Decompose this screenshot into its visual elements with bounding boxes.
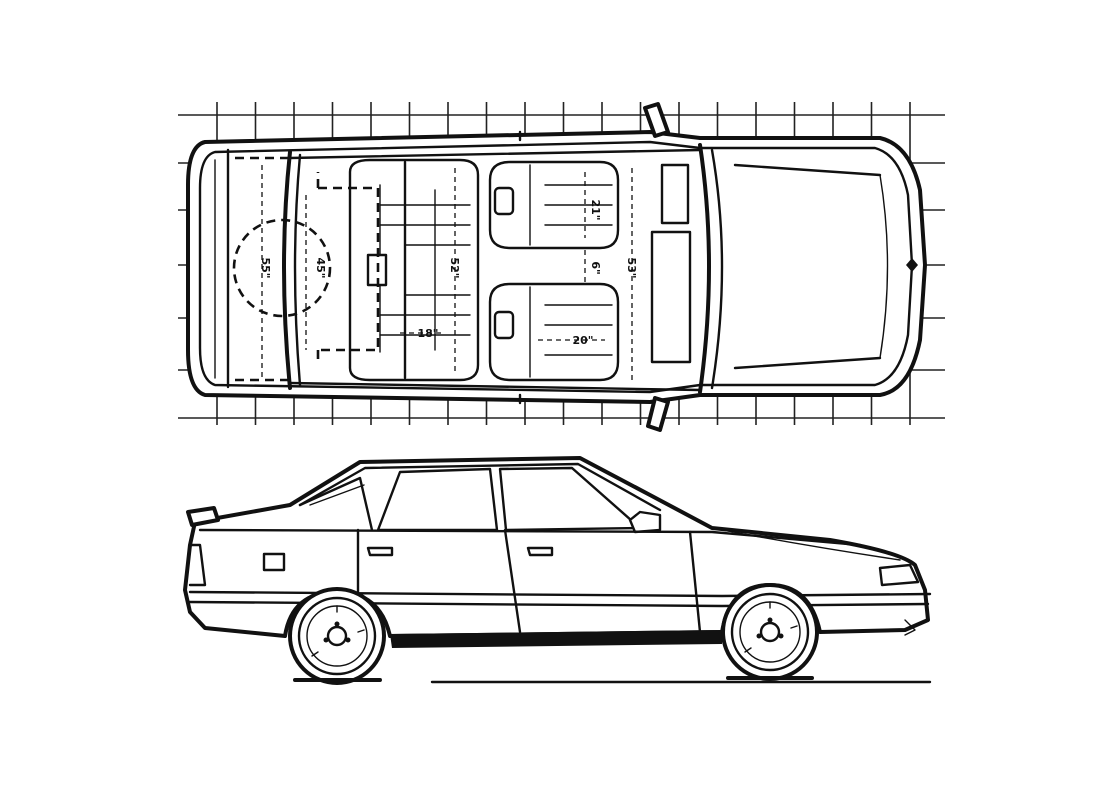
top-view-inner-outline xyxy=(198,140,914,394)
side-sill xyxy=(390,630,722,648)
side-view xyxy=(183,456,932,685)
dim-front-shoulder: 53" xyxy=(625,257,638,278)
dim-trunk-depth: 45" xyxy=(314,257,327,278)
top-view: 55" 45" 52" 53" 6" 21" 18" 20" xyxy=(186,102,927,432)
dim-rear-legroom: 18" xyxy=(417,327,438,340)
rear-door-handle xyxy=(366,546,394,557)
dim-front-seat-gap: 6" xyxy=(589,261,602,274)
side-trim-upper xyxy=(188,590,932,598)
door-divider xyxy=(503,528,522,634)
roof-rail-left xyxy=(288,148,702,160)
trunk-boundary xyxy=(235,156,380,382)
dashboard-console xyxy=(650,230,692,364)
spare-wheel-outline xyxy=(232,218,332,318)
front-door-handle xyxy=(526,546,554,557)
headlight xyxy=(878,563,920,587)
dim-rear-seat-width: 52" xyxy=(448,257,461,278)
windscreen-base xyxy=(698,143,711,394)
mirror-right xyxy=(646,396,670,432)
roof-line xyxy=(298,462,662,512)
dim-front-seat-back: 21" xyxy=(589,199,602,220)
fuel-cap xyxy=(262,552,286,572)
roof-rail-right xyxy=(288,381,702,392)
mirror-left xyxy=(643,102,670,138)
rear-wheel xyxy=(288,587,386,685)
side-mirror xyxy=(628,510,662,534)
rear-bumper xyxy=(188,543,207,587)
front-seat-left xyxy=(488,160,620,250)
front-seat-right xyxy=(488,282,620,382)
dashboard-left xyxy=(660,163,690,225)
front-door-edge xyxy=(688,530,702,634)
front-wheel xyxy=(721,583,819,681)
hood-line-right xyxy=(733,356,882,370)
cabin-rear-edge xyxy=(282,150,292,390)
hood-line-left xyxy=(733,163,882,177)
front-door-window xyxy=(498,466,642,532)
dim-front-seat-depth: 20" xyxy=(572,334,593,347)
belt-line xyxy=(198,528,862,547)
front-badge-icon xyxy=(906,258,918,272)
rear-spoiler xyxy=(186,506,220,527)
c-pillar xyxy=(298,476,374,532)
dim-trunk-width: 55" xyxy=(259,257,272,278)
